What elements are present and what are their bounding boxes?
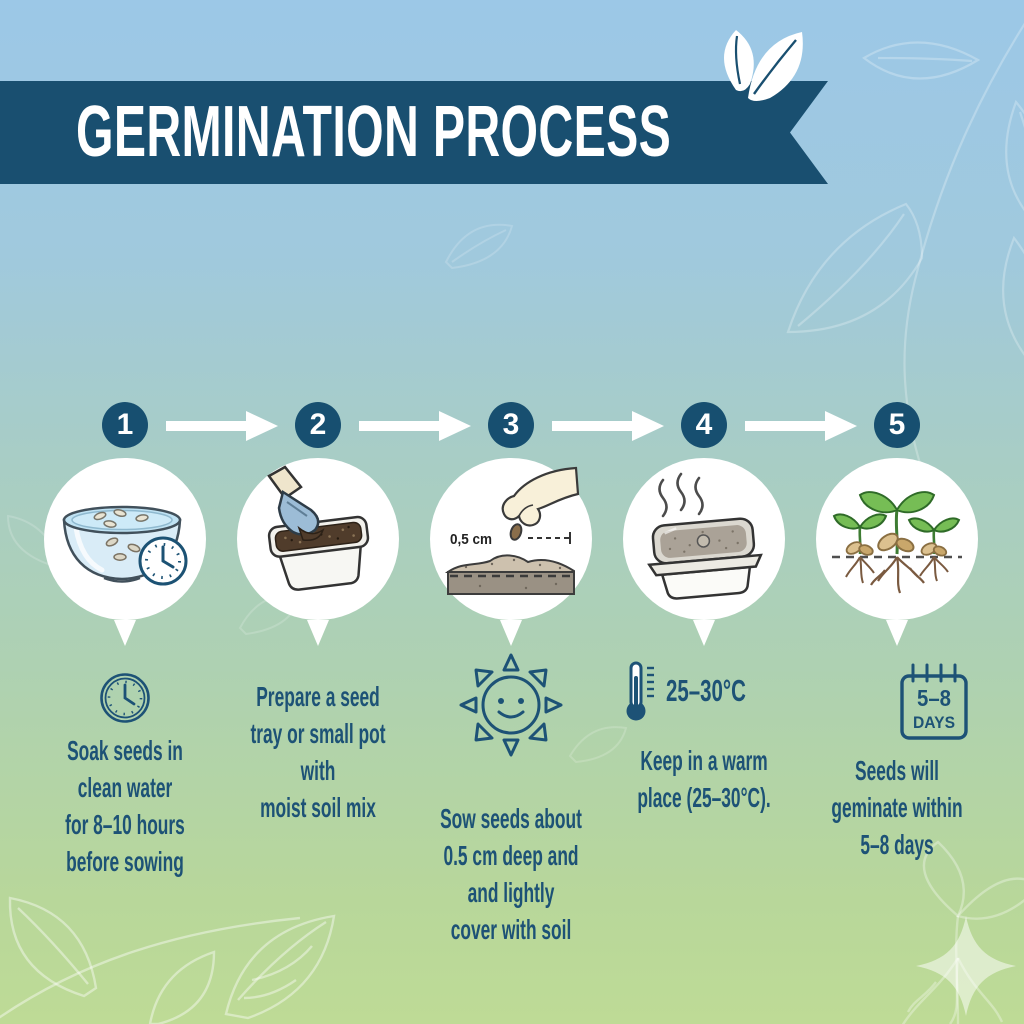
arrow-icon: [552, 411, 664, 441]
arrow-icon: [359, 411, 471, 441]
step-column-3: 3 0,5 cm: [414, 402, 608, 962]
pointer-triangle: [114, 620, 136, 646]
temperature-row: 25–30°C: [607, 658, 801, 724]
clock-icon: [100, 673, 150, 723]
arrow-icon: [166, 411, 278, 441]
step-description: Sow seeds about 0.5 cm deep and and ligh…: [440, 803, 582, 945]
calendar-days-word: DAYS: [913, 713, 955, 732]
covered-tray-warm-icon: [647, 472, 763, 600]
calendar-days-number: 5–8: [917, 685, 951, 711]
germinated-seedlings-icon: [832, 491, 962, 594]
step-column-4: 4: [607, 402, 801, 962]
step-description: Seeds will geminate within 5–8 days: [831, 755, 963, 860]
step-column-2: 2 Prepare a seed tray or small pot with …: [221, 402, 415, 962]
pointer-triangle: [693, 620, 715, 646]
pointer-triangle: [886, 620, 908, 646]
arrow-icon: [745, 411, 857, 441]
step-circle: [237, 458, 399, 620]
step-number-badge: 5: [874, 402, 920, 448]
step-number-badge: 3: [488, 402, 534, 448]
calendar-icon: 5–8 DAYS: [900, 663, 968, 740]
temperature-label: 25–30°C: [665, 673, 746, 708]
pointer-triangle: [307, 620, 329, 646]
title-banner: GERMINATION PROCESS: [0, 81, 828, 184]
step-circle: 0,5 cm: [430, 458, 592, 620]
step-description: Soak seeds in clean water for 8–10 hours…: [65, 735, 185, 877]
smiling-sun-icon: [459, 653, 563, 757]
banner-leaf-icon: [724, 30, 803, 101]
depth-label: 0,5 cm: [450, 531, 492, 548]
step-number-badge: 4: [681, 402, 727, 448]
step-circle: [816, 458, 978, 620]
step-column-1: 1: [28, 402, 222, 962]
step-circle: [44, 458, 206, 620]
hand-sowing-seed-icon: 0,5 cm: [444, 466, 580, 595]
step-description: Prepare a seed tray or small pot with mo…: [250, 681, 386, 823]
step-column-5: 5: [800, 402, 994, 962]
step-number-badge: 2: [295, 402, 341, 448]
page-title: GERMINATION PROCESS: [76, 92, 672, 172]
step-circle: [623, 458, 785, 620]
thermometer-icon: [626, 661, 654, 721]
seeds-soaking-bowl-icon: [62, 505, 188, 586]
step-number-badge: 1: [102, 402, 148, 448]
step-description: Keep in a warm place (25–30°C).: [637, 745, 771, 813]
pointer-triangle: [500, 620, 522, 646]
seed-tray-trowel-icon: [267, 465, 370, 591]
